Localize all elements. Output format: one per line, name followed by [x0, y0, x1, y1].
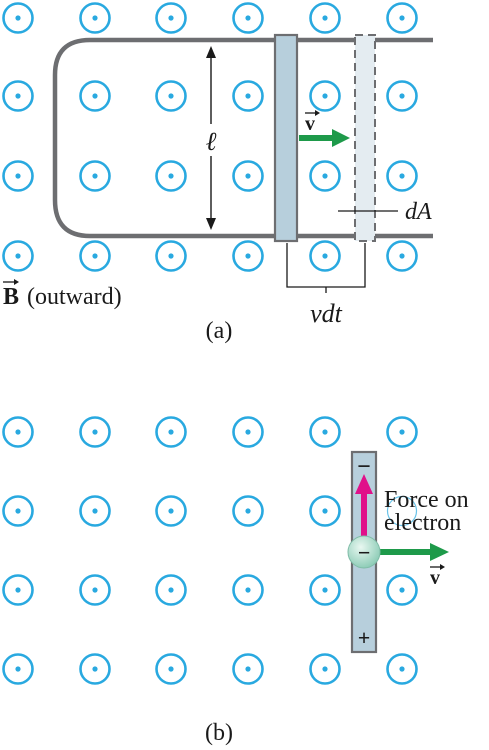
electron: [347, 535, 381, 569]
field-direction-label: (outward): [27, 284, 122, 310]
field-dot-grid-b: [2, 416, 418, 685]
rod-negative-sign: −: [357, 454, 371, 480]
velocity-label-a: v: [305, 113, 315, 135]
field-dot-icon: [386, 653, 418, 685]
field-dot-icon: [79, 240, 111, 272]
field-dot-icon: [309, 80, 341, 112]
field-dot-icon: [309, 240, 341, 272]
field-dot-icon: [155, 574, 187, 606]
field-dot-icon: [386, 80, 418, 112]
moving-rod: [273, 33, 299, 243]
length-dimension-arrow: [200, 46, 222, 230]
velocity-arrow-a: [299, 129, 350, 147]
field-dot-icon: [309, 160, 341, 192]
vector-arrow-icon: [430, 564, 445, 570]
field-dot-icon: [232, 574, 264, 606]
field-dot-icon: [386, 240, 418, 272]
field-dot-icon: [386, 2, 418, 34]
field-symbol-label: B: [3, 284, 19, 310]
field-dot-icon: [79, 495, 111, 527]
field-dot-icon: [309, 495, 341, 527]
displacement-label: vdt: [310, 299, 343, 328]
field-dot-icon: [232, 2, 264, 34]
rod-positive-sign: +: [358, 625, 371, 650]
field-dot-icon: [386, 416, 418, 448]
force-label-line1: Force on: [384, 487, 469, 513]
rod-later-position: [354, 34, 376, 242]
field-dot-icon: [79, 80, 111, 112]
panel-a: ℓ v dA vdt B (outward) (a): [2, 2, 433, 344]
field-dot-icon: [155, 653, 187, 685]
length-label: ℓ: [206, 127, 217, 156]
field-dot-icon: [155, 495, 187, 527]
field-dot-icon: [309, 653, 341, 685]
field-dot-icon: [79, 416, 111, 448]
electron-sign: −: [358, 540, 371, 565]
field-dot-icon: [309, 574, 341, 606]
force-arrow: [355, 474, 373, 540]
field-dot-icon: [155, 80, 187, 112]
velocity-label-b: v: [430, 567, 440, 589]
displacement-bracket: [286, 243, 366, 293]
vector-arrow-icon: [305, 110, 320, 116]
field-dot-icon: [232, 653, 264, 685]
field-dot-icon: [2, 653, 34, 685]
vector-arrow-icon: [3, 279, 19, 285]
field-dot-icon: [155, 160, 187, 192]
field-dot-icon: [232, 416, 264, 448]
field-dot-icon: [79, 574, 111, 606]
field-dot-icon: [309, 2, 341, 34]
conducting-rail: [52, 37, 433, 239]
field-dot-icon: [2, 574, 34, 606]
field-dot-icon: [2, 495, 34, 527]
field-dot-icon: [386, 160, 418, 192]
field-dot-icon: [2, 160, 34, 192]
force-label-line2: electron: [384, 510, 461, 536]
caption-b: (b): [205, 720, 233, 746]
field-dot-icon: [309, 416, 341, 448]
field-dot-icon: [2, 240, 34, 272]
field-dot-partial-icon: [386, 495, 418, 527]
field-dot-icon: [232, 160, 264, 192]
field-dot-icon: [232, 80, 264, 112]
field-dot-icon: [155, 240, 187, 272]
velocity-arrow-b: [380, 543, 449, 561]
field-dot-icon: [2, 416, 34, 448]
field-dot-icon: [232, 495, 264, 527]
field-dot-icon: [2, 2, 34, 34]
field-dot-icon: [79, 653, 111, 685]
field-dot-icon: [79, 2, 111, 34]
field-dot-icon: [155, 416, 187, 448]
panel-b: − + − Force on electron v (b): [2, 416, 469, 746]
field-dot-icon: [386, 574, 418, 606]
field-dot-grid-a: [2, 2, 418, 272]
field-dot-icon: [2, 80, 34, 112]
field-dot-icon: [79, 160, 111, 192]
field-dot-icon: [232, 240, 264, 272]
area-label: dA: [405, 199, 432, 225]
caption-a: (a): [206, 318, 233, 344]
field-dot-icon: [155, 2, 187, 34]
